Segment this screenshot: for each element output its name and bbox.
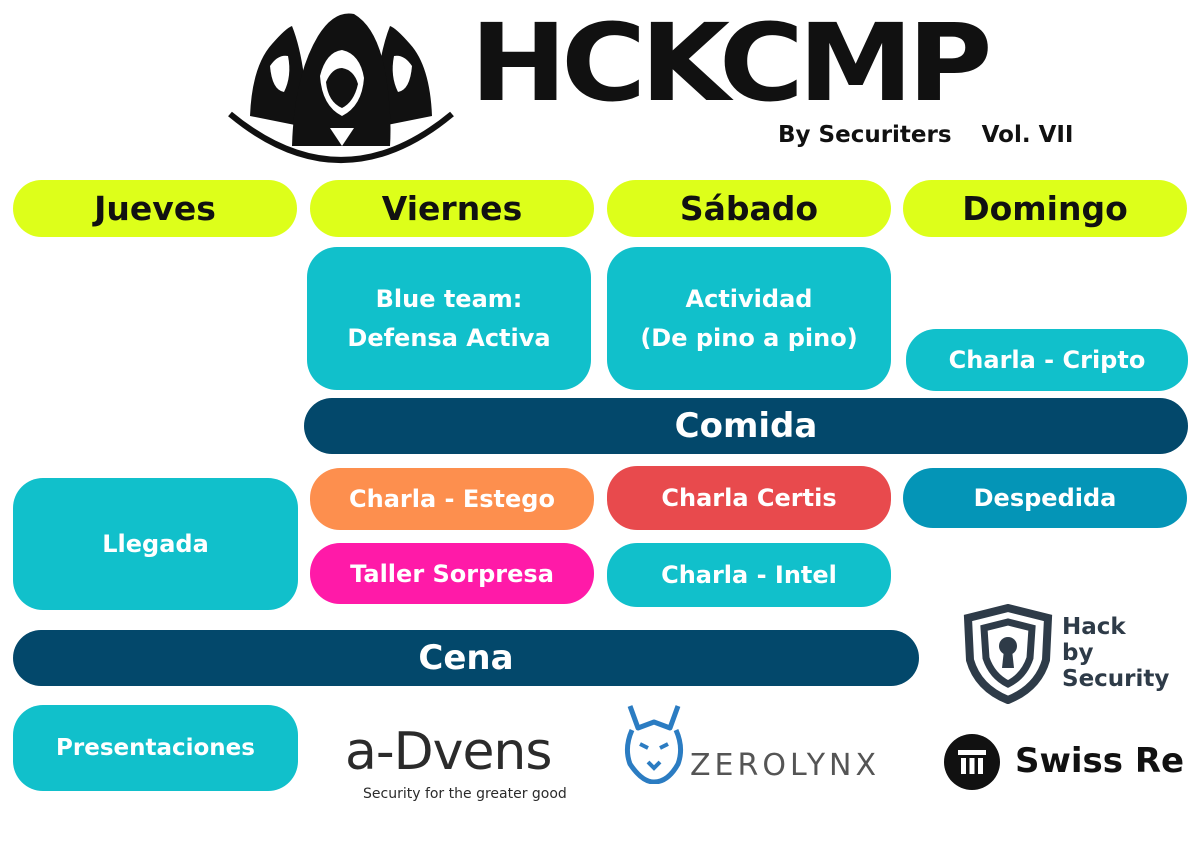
event-actividad-line1: Actividad xyxy=(685,285,813,314)
day-header-domingo: Domingo xyxy=(903,180,1187,237)
day-header-viernes: Viernes xyxy=(310,180,594,237)
advens-wordmark: a-Dvens xyxy=(345,722,552,782)
zerolynx-wordmark: ZEROLYNX xyxy=(690,748,881,783)
advens-logo: a-Dvens Security for the greater good xyxy=(345,722,590,810)
event-title: HCKCMP xyxy=(470,1,992,126)
hackbysecurity-line1: Hack xyxy=(1062,614,1126,640)
lynx-head-icon xyxy=(624,705,684,784)
event-actividad: Actividad (De pino a pino) xyxy=(607,247,891,390)
byline-volume: Vol. VII xyxy=(981,122,1074,148)
event-blue-team-line2: Defensa Activa xyxy=(347,323,551,352)
advens-tagline: Security for the greater good xyxy=(363,786,567,802)
event-llegada: Llegada xyxy=(13,478,298,610)
event-actividad-line2: (De pino a pino) xyxy=(640,323,858,352)
event-charla-cripto: Charla - Cripto xyxy=(906,329,1188,391)
hackbysecurity-line2: by xyxy=(1062,640,1094,666)
hooded-figures-icon xyxy=(222,6,460,171)
day-header-sabado: Sábado xyxy=(607,180,891,237)
byline-organizer: By Securiters xyxy=(778,122,952,148)
event-despedida: Despedida xyxy=(903,468,1187,528)
meal-cena: Cena xyxy=(13,630,919,686)
event-blue-team-line1: Blue team: xyxy=(375,285,523,314)
shield-lock-icon xyxy=(963,604,1053,704)
event-presentaciones: Presentaciones xyxy=(13,705,298,791)
event-charla-estego: Charla - Estego xyxy=(310,468,594,530)
hackbysecurity-logo: Hack by Security xyxy=(960,604,1182,704)
event-taller-sorpresa: Taller Sorpresa xyxy=(310,543,594,604)
day-header-jueves: Jueves xyxy=(13,180,297,237)
swissre-logo: Swiss Re xyxy=(943,733,1188,791)
swissre-emblem-icon xyxy=(944,734,1000,790)
zerolynx-logo: ZEROLYNX xyxy=(620,704,895,790)
event-blue-team: Blue team: Defensa Activa xyxy=(307,247,591,390)
event-charla-intel: Charla - Intel xyxy=(607,543,891,607)
hackbysecurity-line3: Security xyxy=(1062,666,1170,692)
swissre-wordmark: Swiss Re xyxy=(1015,741,1185,781)
meal-comida: Comida xyxy=(304,398,1188,454)
event-charla-certis: Charla Certis xyxy=(607,466,891,530)
byline: By Securiters Vol. VII xyxy=(778,122,1098,158)
